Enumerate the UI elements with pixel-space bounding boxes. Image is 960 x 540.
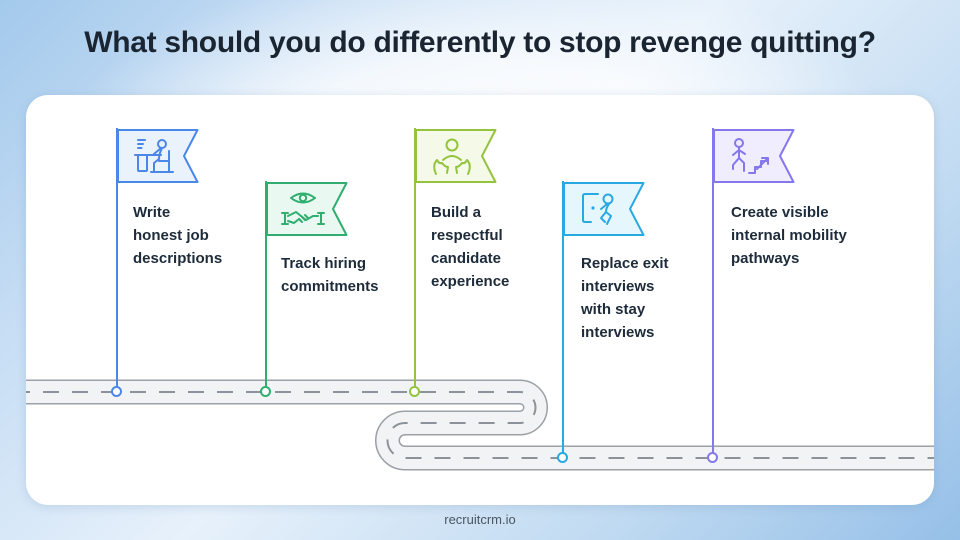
flag-pole xyxy=(562,181,564,458)
eye-over-handshake-icon xyxy=(281,192,325,225)
person-writing-at-desk-icon xyxy=(134,139,174,173)
brand-footer: recruitcrm.io xyxy=(444,512,516,527)
flag-pole xyxy=(116,128,118,392)
milestone-label: Track hiring commitments xyxy=(281,255,379,295)
milestone-label: Create visible internal mobility pathway… xyxy=(731,204,847,267)
person-in-caring-hands-icon xyxy=(433,138,471,175)
career-stairs-arrow-icon xyxy=(732,138,769,174)
road-marker-dot xyxy=(260,386,271,397)
exit-door-person-icon xyxy=(582,193,614,225)
milestone-label: Build a respectful candidate experience xyxy=(431,204,510,290)
road-marker-dot xyxy=(111,386,122,397)
flag-pole xyxy=(414,128,416,392)
roadmap-card: Write honest job descriptions Track hiri… xyxy=(26,95,934,505)
road-marker-dot xyxy=(557,452,568,463)
flag-banner xyxy=(266,182,348,236)
flag-pole xyxy=(712,128,714,458)
road-marker-dot xyxy=(409,386,420,397)
milestone-label: Replace exit interviews with stay interv… xyxy=(581,255,669,341)
road-path xyxy=(26,379,934,471)
milestone-label: Write honest job descriptions xyxy=(133,204,223,267)
flag-pole xyxy=(265,181,267,392)
road-marker-dot xyxy=(707,452,718,463)
page-title: What should you do differently to stop r… xyxy=(84,26,876,59)
